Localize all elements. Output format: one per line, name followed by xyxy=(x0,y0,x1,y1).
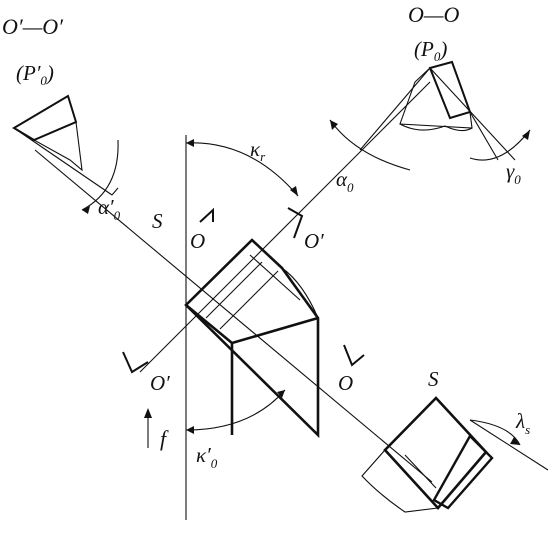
s-dotted-edge xyxy=(432,434,494,510)
section-mark-o-lower xyxy=(343,344,365,367)
kappa0-prime-arc xyxy=(185,389,286,431)
label-plane-p0: (P0) xyxy=(414,37,447,64)
label-o-prime-upper: O′ xyxy=(304,229,324,253)
lambda-s-arc xyxy=(469,419,521,446)
p0-prime-dotted-edge xyxy=(12,94,78,142)
label-alpha0: α0 xyxy=(336,167,354,195)
tool-outline xyxy=(184,238,320,439)
section-mark-o-prime-lower xyxy=(122,351,149,374)
section-mark-o-upper xyxy=(199,207,214,223)
section-p0-prime xyxy=(12,94,119,214)
kappa-r-arc xyxy=(185,142,299,197)
s-section-body xyxy=(383,396,488,510)
label-o-lower: O xyxy=(338,371,353,395)
p0-hatched-body xyxy=(399,67,473,129)
alpha0-prime-arc xyxy=(81,139,119,211)
alpha0-arc xyxy=(329,119,411,171)
label-alpha0-prime: α′0 xyxy=(98,195,121,223)
label-f: f xyxy=(160,426,169,451)
label-section-o: O—O xyxy=(408,2,459,27)
label-kappa0-prime: κ′0 xyxy=(196,443,218,471)
label-plane-p0-prime: (P′0) xyxy=(16,61,54,88)
reference-lines xyxy=(34,81,433,520)
p0-prime-hatched-body xyxy=(32,121,83,172)
tool-plan-view xyxy=(184,238,320,439)
label-s-bottom: S xyxy=(428,367,439,391)
label-gamma0: γ0 xyxy=(506,159,521,187)
section-s xyxy=(361,396,549,513)
section-p0 xyxy=(329,60,531,171)
label-s-top: S xyxy=(152,209,163,233)
label-lambda-s: λs xyxy=(515,409,530,437)
section-line-o-o xyxy=(139,81,431,373)
section-mark-o-prime-upper xyxy=(287,207,304,239)
label-section-o-prime: O′—O′ xyxy=(2,14,64,39)
label-o-prime-lower: O′ xyxy=(150,371,170,395)
label-kappa-r: κr xyxy=(250,137,266,164)
label-o-upper: O xyxy=(190,229,205,253)
gamma0-arc xyxy=(469,129,531,161)
